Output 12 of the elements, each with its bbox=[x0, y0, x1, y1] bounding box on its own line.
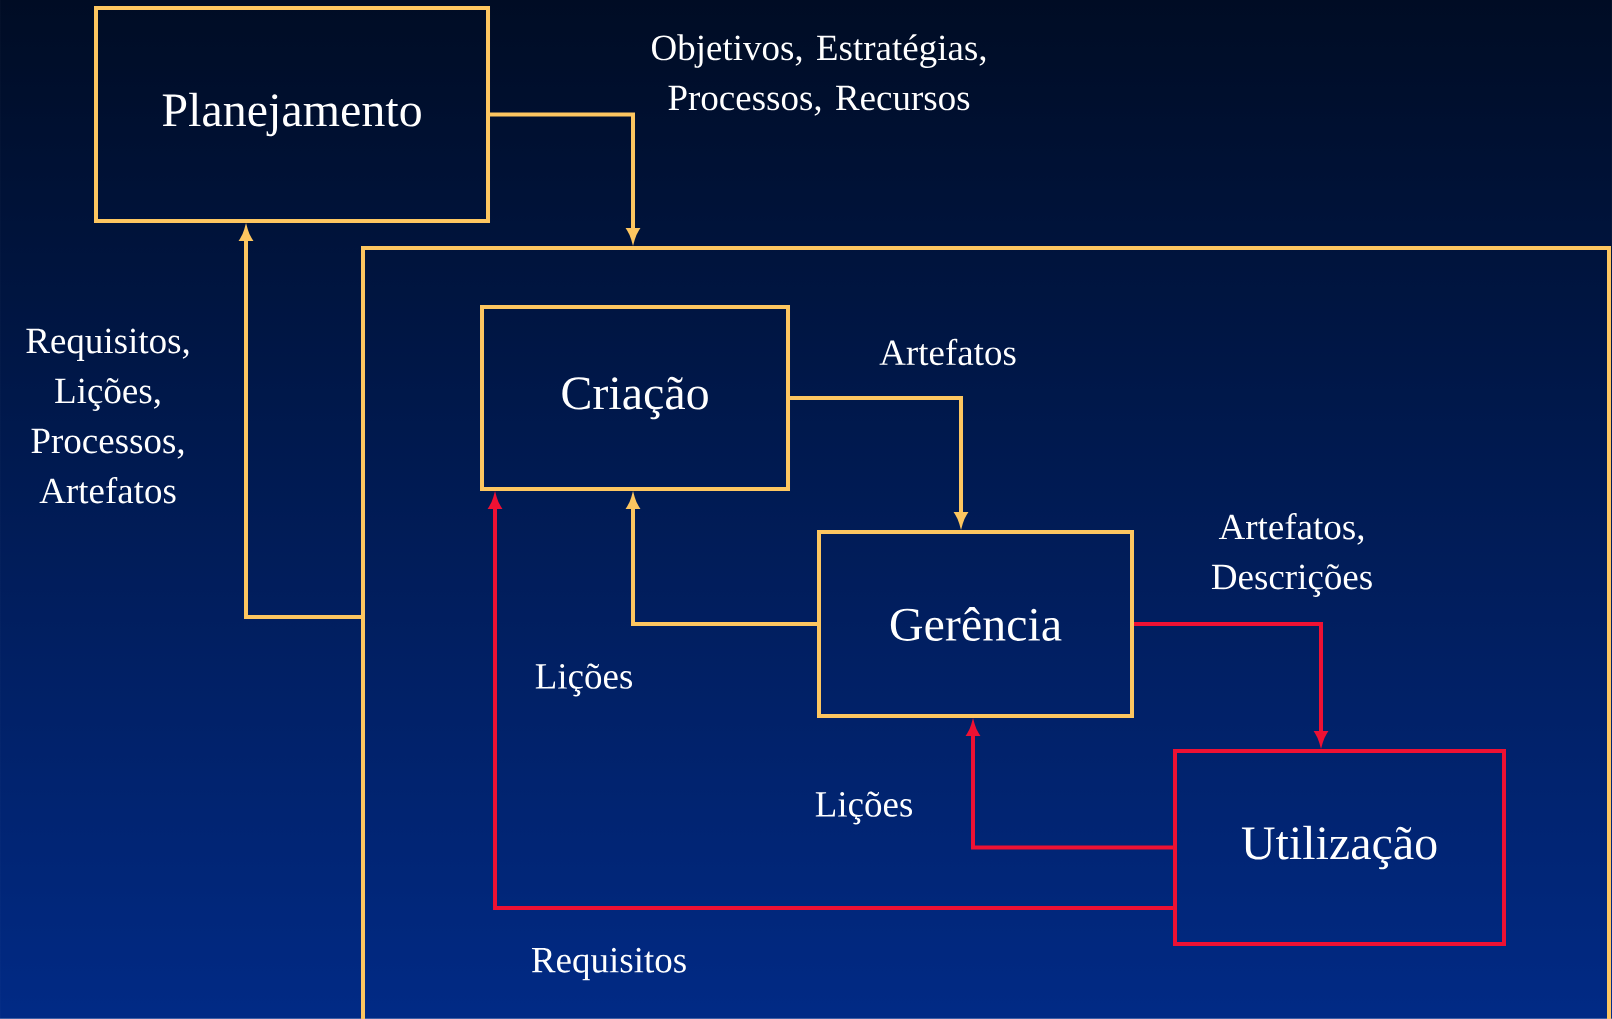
edge-label: Lições bbox=[535, 663, 632, 697]
edge-label: Objetivos, Estratégias, Processos, Recursos bbox=[652, 34, 986, 116]
edge-label: Lições bbox=[815, 791, 912, 825]
process-box: Planejamento bbox=[94, 6, 490, 223]
edge-label: Artefatos bbox=[879, 338, 1016, 366]
edge-label: Requisitos bbox=[531, 947, 686, 981]
process-box: Utilização bbox=[1173, 749, 1506, 946]
container-box bbox=[361, 246, 1611, 1019]
process-box: Criação bbox=[480, 305, 790, 491]
edge-label: Requisitos, Lições, Processos, Artefatos bbox=[26, 328, 189, 504]
edge-label: Artefatos, Descrições bbox=[1211, 513, 1372, 597]
process-box: Gerência bbox=[817, 530, 1134, 718]
